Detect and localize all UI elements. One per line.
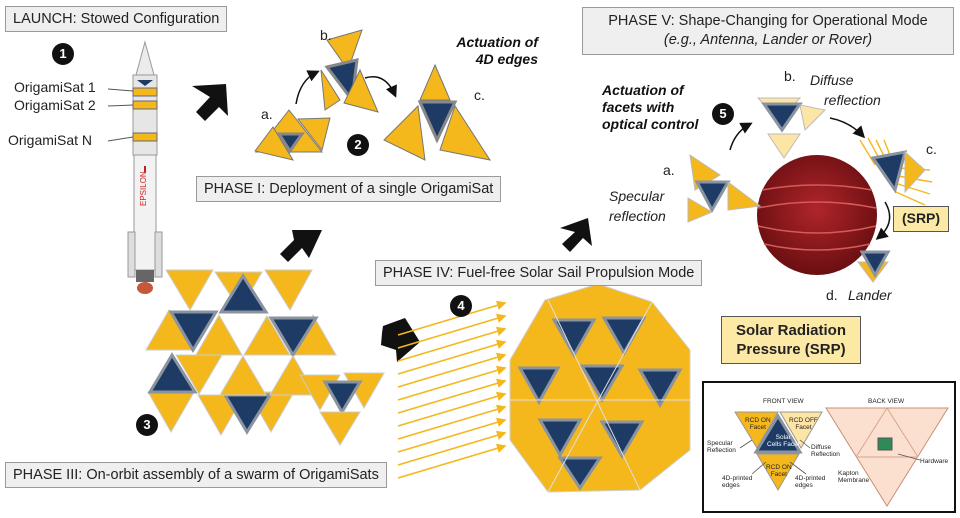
srp-legend-box: Solar Radiation Pressure (SRP): [721, 316, 861, 364]
inset-front-view: [734, 411, 823, 491]
phase1-label-b: b.: [320, 27, 332, 43]
launch-title: LAUNCH: Stowed Configuration: [5, 6, 228, 32]
step-4-badge: 4: [450, 295, 472, 317]
step-2-badge: 2: [347, 134, 369, 156]
lander-label: Lander: [848, 287, 892, 303]
phase1-actuation-note: Actuation of 4D edges: [456, 34, 538, 67]
origamisat-single-approaching: [299, 372, 385, 446]
phase5-title: PHASE V: Shape-Changing for Operational …: [608, 13, 928, 29]
specular-reflection-label: Specular reflection: [609, 188, 666, 224]
inset-solar-cells-label: Solar Cells Facet: [767, 434, 800, 448]
origamisat-phase5-b: [756, 97, 827, 159]
phase5-actuation-note: Actuation of facets with optical control: [602, 82, 699, 132]
origamisat-1-label: OrigamiSat 1: [14, 79, 96, 95]
arrow-phase3-to-phase4: [381, 318, 420, 362]
phase5-subtitle: (e.g., Antenna, Lander or Rover): [663, 32, 873, 48]
hardware-icon: [877, 437, 893, 451]
phase1-label-a: a.: [261, 106, 273, 122]
inset-back-view-label: BACK VIEW: [868, 398, 905, 405]
phase5-label-d: d.: [826, 287, 838, 303]
phase1-label-c: c.: [474, 87, 485, 103]
arrow-phase1-to-phase3: [280, 230, 322, 262]
phase3-title: PHASE III: On-orbit assembly of a swarm …: [5, 462, 387, 488]
rocket-brand-label: EPSILON: [139, 171, 148, 206]
origamisat-folded-c: [383, 63, 492, 161]
diffuse-reflection-label: Diffuse reflection: [810, 72, 881, 108]
inset-rcd-on-top-label: RCD ON Facet: [745, 417, 771, 431]
origamisat-folded-b: [320, 29, 379, 113]
phase4-title: PHASE IV: Fuel-free Solar Sail Propulsio…: [375, 260, 703, 286]
step-3-badge: 3: [136, 414, 158, 436]
origamisat-2-label: OrigamiSat 2: [14, 97, 96, 113]
srp-short-badge: (SRP): [893, 206, 949, 232]
arrow-launch-to-phase1: [192, 84, 228, 121]
phase1-title: PHASE I: Deployment of a single OrigamiS…: [196, 176, 502, 202]
inset-rcd-off-label: RCD OFF Facet: [789, 417, 818, 431]
inset-specular-label: Specular Reflection: [707, 440, 736, 454]
rocket: [127, 40, 163, 294]
inset-back-view: [825, 407, 949, 507]
inset-kapton-label: Kapton Membrane: [838, 470, 870, 484]
phase5-label-c: c.: [926, 141, 937, 157]
solar-sail-array: [509, 283, 691, 493]
origamisat-phase5-c: [870, 150, 926, 194]
sunlight-rays: [397, 300, 507, 479]
inset-front-view-label: FRONT VIEW: [763, 398, 804, 405]
step-5-badge: 5: [712, 103, 734, 125]
origamisat-lander: [857, 250, 891, 283]
inset-edges-left-label: 4D-printed edges: [722, 475, 753, 489]
origamisat-swarm-cluster: [145, 269, 337, 437]
planet: [757, 155, 877, 275]
origamisat-phase5-a: [687, 153, 762, 223]
phase5-label-b: b.: [784, 68, 796, 84]
phase5-label-a: a.: [663, 162, 675, 178]
arrow-phase4-to-phase5: [560, 218, 592, 252]
inset-diffuse-label: Diffuse Reflection: [811, 444, 840, 458]
inset-edges-right-label: 4D-printed edges: [795, 475, 826, 489]
phase5-title-box: PHASE V: Shape-Changing for Operational …: [582, 7, 954, 55]
origamisat-n-label: OrigamiSat N: [8, 132, 93, 148]
step-1-badge: 1: [52, 43, 74, 65]
inset-hardware-label: Hardware: [920, 458, 949, 465]
origamisat-folded-a: [254, 109, 331, 161]
inset-rcd-on-bottom-label: RCD ON Facet: [766, 464, 792, 478]
